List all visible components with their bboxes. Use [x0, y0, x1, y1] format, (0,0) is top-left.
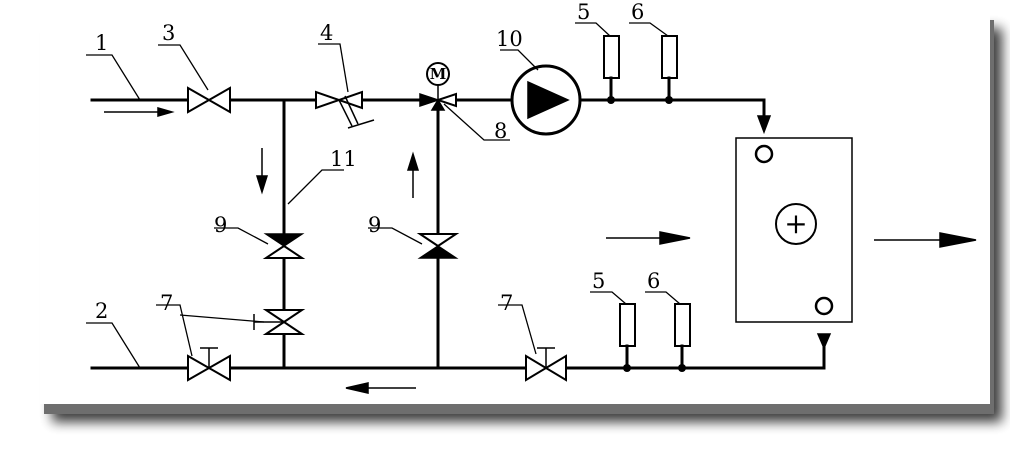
- label-return-pipe: 2: [95, 299, 108, 323]
- motor-icon: M: [426, 62, 450, 86]
- label-thermometer-supply: 5: [577, 0, 590, 24]
- label-pressure-gauge-return: 6: [647, 269, 660, 293]
- return-valve-right: [525, 347, 567, 382]
- flow-arrow-outlet: [874, 232, 977, 248]
- motor-label: M: [430, 65, 447, 83]
- flow-arrow-supply-inlet: [104, 107, 175, 117]
- pump-icon: [510, 64, 582, 136]
- label-filter: 4: [320, 21, 333, 45]
- label-return-valve-left: 7: [160, 291, 173, 315]
- thermometer-supply: [603, 35, 620, 104]
- flow-arrow-bypass-down: [255, 148, 269, 195]
- label-shutoff-valve: 3: [162, 21, 175, 45]
- sheet: [40, 14, 990, 404]
- label-pressure-gauge-supply: 6: [631, 0, 644, 24]
- supply-inlet-arrowhead: [756, 115, 772, 135]
- flow-arrow-to-consumer: [606, 231, 691, 245]
- return-outlet-arrowhead: [816, 333, 832, 350]
- check-valve-right: [416, 233, 460, 259]
- label-bypass-line: 11: [330, 147, 357, 171]
- supply-line: [90, 98, 766, 120]
- check-valve-left: [262, 233, 306, 259]
- shutoff-valve-supply: [187, 86, 231, 114]
- pressure-gauge-supply: [661, 35, 678, 104]
- label-check-valve-left: 9: [214, 213, 227, 237]
- label-thermometer-return: 5: [592, 269, 605, 293]
- label-return-valve-right: 7: [500, 291, 513, 315]
- heat-load-symbol: +: [784, 207, 807, 240]
- thermometer-return: [619, 303, 636, 372]
- return-valve-left: [187, 347, 231, 382]
- label-pump: 10: [496, 27, 523, 51]
- flow-arrow-return: [345, 382, 416, 394]
- label-supply-pipe: 1: [95, 31, 108, 55]
- pressure-gauge-return: [674, 303, 691, 372]
- flow-arrow-mixing-up: [406, 151, 420, 198]
- filter: [315, 90, 375, 129]
- control-valve: [419, 84, 457, 111]
- label-check-valve-right: 9: [368, 213, 381, 237]
- heat-consumer: +: [735, 137, 853, 323]
- label-control-valve: 8: [494, 119, 507, 143]
- leader-lines: [86, 22, 681, 369]
